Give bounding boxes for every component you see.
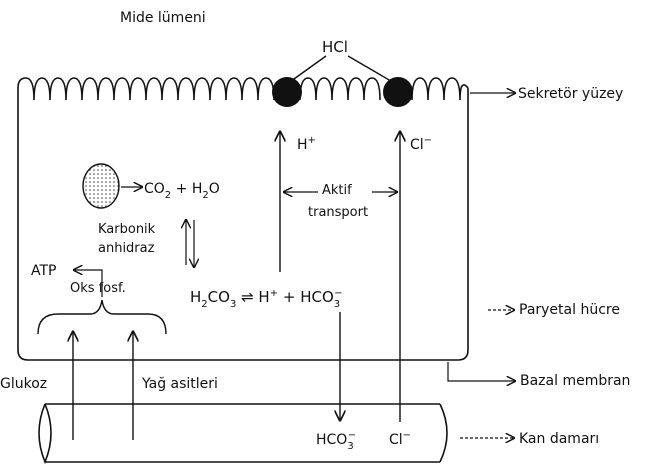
atp-label: ATP (31, 263, 56, 279)
hcl-label: HCl (322, 38, 348, 56)
cl-blood-label: Cl− (389, 430, 411, 448)
co2-h2o-label: CO2 + H2O (144, 181, 220, 201)
carbonic-acid-equation: H2CO3 ⇌ H+ + HCO3− (190, 288, 343, 310)
stomach-lumen-label: Mide lümeni (120, 10, 206, 26)
hcl-line-right (347, 55, 397, 85)
pump-right (383, 77, 413, 107)
parietal-cell-wall (17, 88, 469, 361)
secretory-surface-waves (17, 77, 469, 101)
carbonic-anhydrase-label-2: anhidraz (98, 241, 155, 256)
active-transport-label-1: Aktif (322, 183, 352, 198)
h-plus-label: H+ (297, 135, 316, 153)
blood-vessel-shape (38, 403, 448, 465)
glucose-label: Glukoz (0, 376, 47, 392)
parietal-cell-label: Paryetal hücre (519, 302, 620, 318)
ox-phos-brace (37, 299, 167, 335)
basal-membrane-pointer (447, 362, 515, 381)
cl-minus-label: Cl− (410, 135, 432, 153)
atp-arrow (74, 270, 103, 297)
basal-membrane-label: Bazal membran (520, 373, 630, 389)
carbonic-anhydrase-label-1: Karbonik (98, 222, 156, 237)
hco3-blood-label: HCO3− (316, 430, 356, 452)
blood-vessel-label: Kan damarı (519, 431, 599, 447)
secretory-surface-label: Sekretör yüzey (518, 86, 623, 102)
mitochondrion-shape (82, 163, 120, 209)
fatty-acids-label: Yağ asitleri (141, 376, 218, 392)
pump-left (272, 77, 302, 107)
active-transport-label-2: transport (308, 205, 368, 220)
ox-phos-label: Oks fosf. (70, 281, 126, 296)
